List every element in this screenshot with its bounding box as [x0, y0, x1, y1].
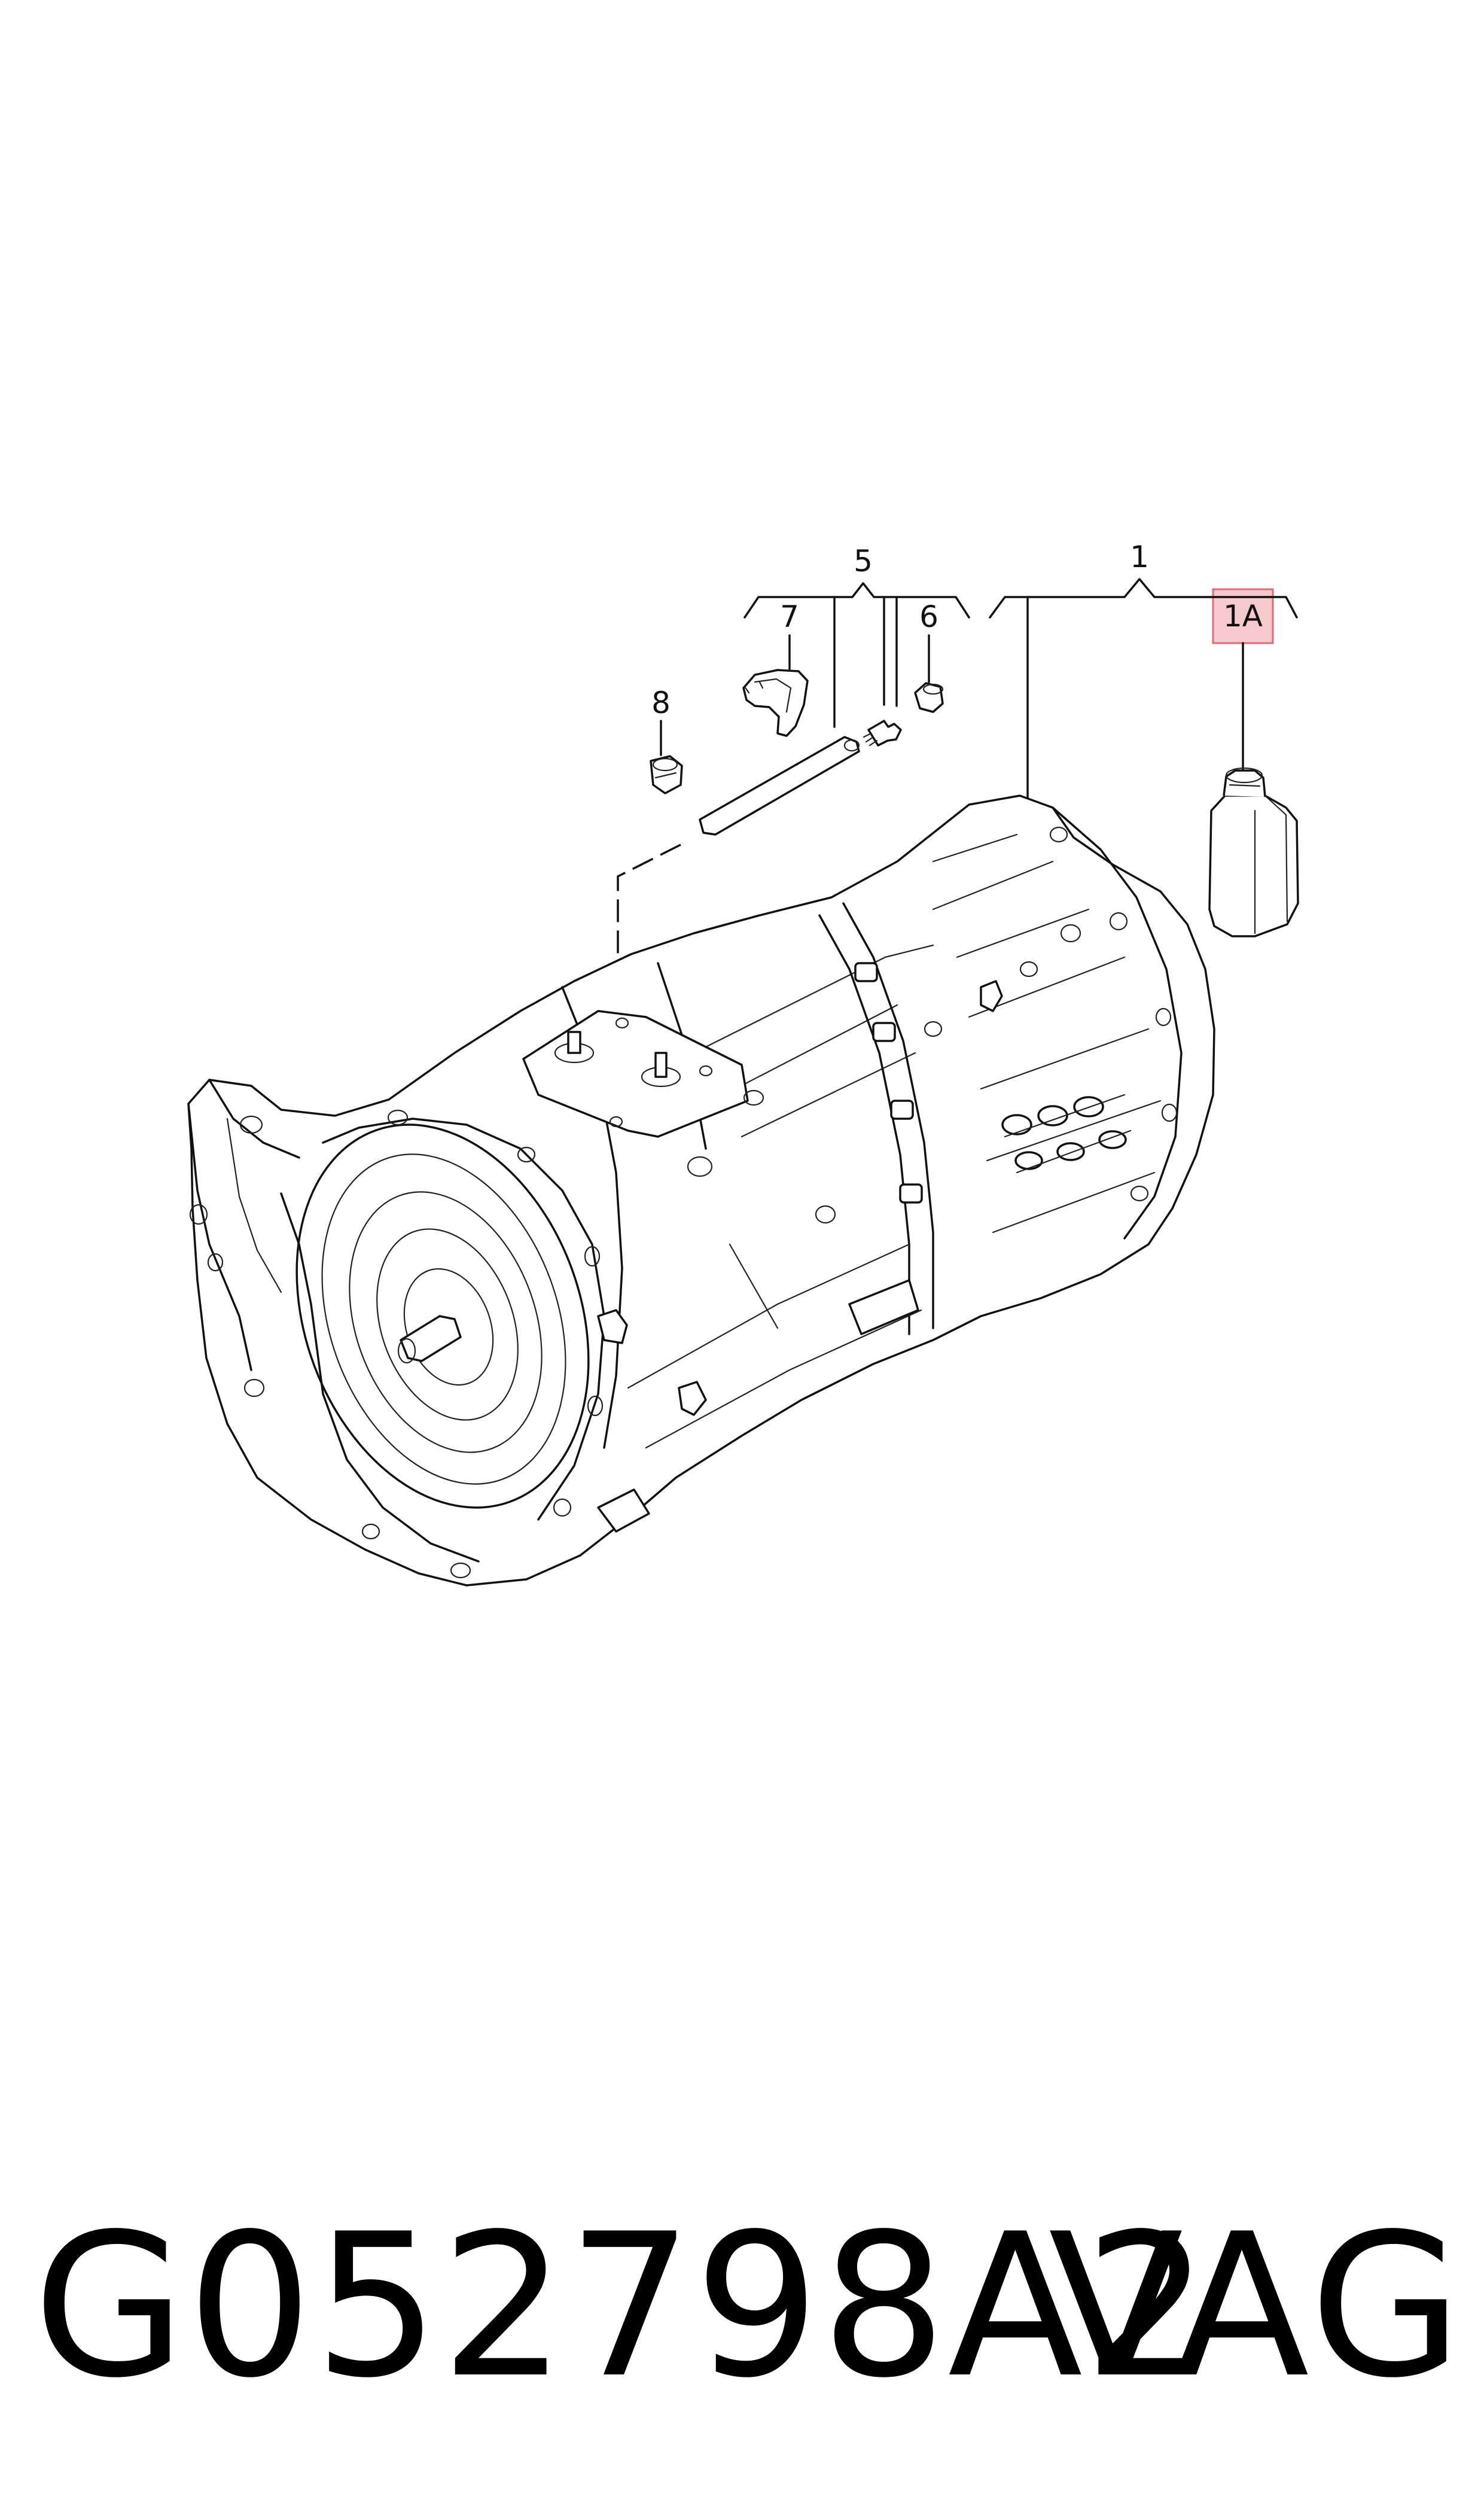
- sleeve-part-8-icon: [650, 755, 683, 794]
- callout-6[interactable]: 6: [919, 599, 938, 634]
- leader-bracket-1: [989, 578, 1298, 803]
- callout-1[interactable]: 1: [1130, 540, 1149, 574]
- callout-7[interactable]: 7: [780, 599, 799, 634]
- clip-part-7-icon: [742, 669, 809, 737]
- callout-5[interactable]: 5: [854, 544, 873, 578]
- leader-dashed-shaft: [617, 844, 681, 960]
- part-number-label: G052798A2: [33, 2191, 1211, 2421]
- bolt-part-5-icon: [863, 720, 902, 747]
- oil-bottle-icon: [1208, 767, 1299, 937]
- connector-cluster-icon: [1001, 1094, 1132, 1174]
- cap-part-6-icon: [914, 682, 944, 713]
- callout-8[interactable]: 8: [651, 686, 671, 720]
- brand-label: VAG: [1048, 2191, 1466, 2421]
- gearbox-assembly-icon: [187, 794, 1215, 1587]
- callout-1a-highlight[interactable]: 1A: [1212, 588, 1274, 644]
- leader-bracket-5: [743, 582, 970, 728]
- callout-1a[interactable]: 1A: [1223, 599, 1263, 634]
- shift-rod-icon: [699, 736, 860, 836]
